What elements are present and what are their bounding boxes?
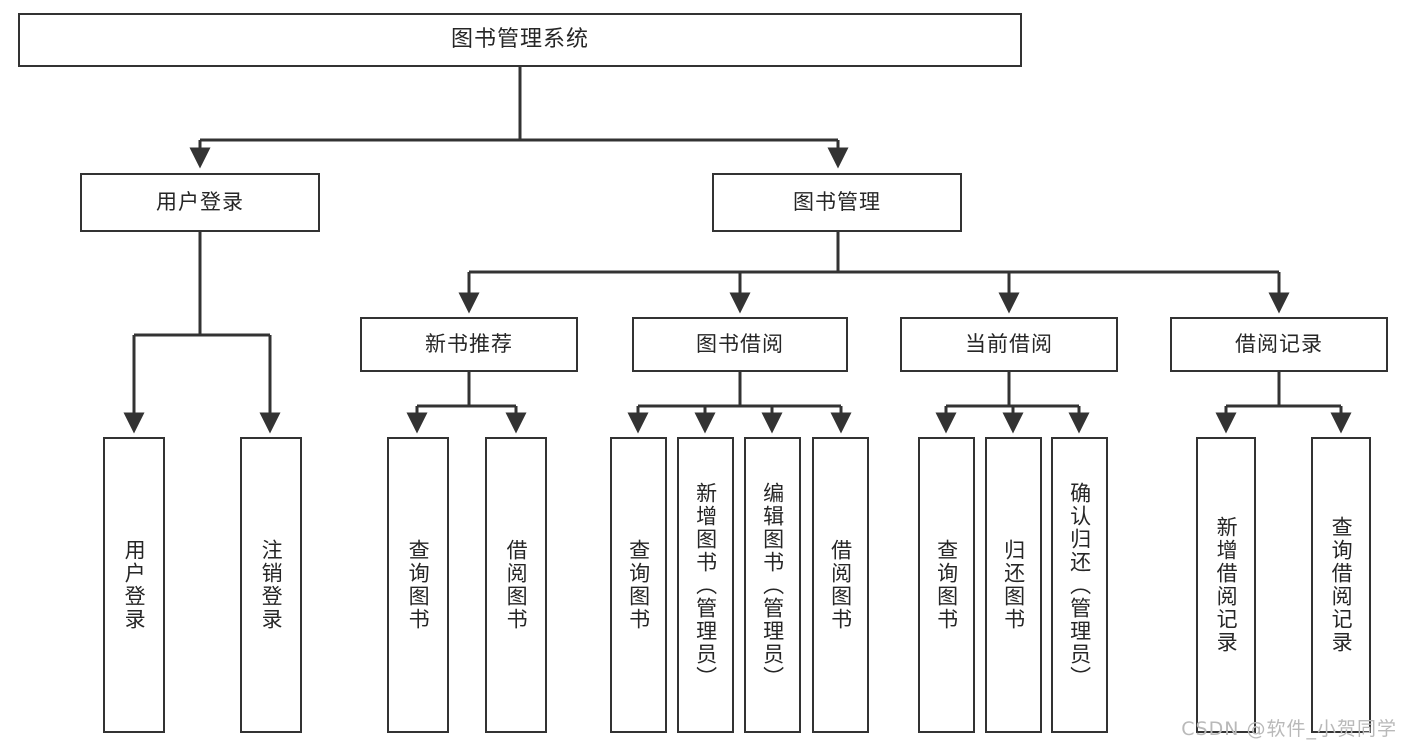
node-book-management[interactable]: 图书管理 — [712, 173, 962, 232]
leaf-confirm-return-admin[interactable]: 确认归还（管理员） — [1051, 437, 1108, 733]
leaf-logout-login[interactable]: 注销登录 — [240, 437, 302, 733]
leaf-add-borrow-record[interactable]: 新增借阅记录 — [1196, 437, 1256, 733]
leaf-query-borrow-record[interactable]: 查询借阅记录 — [1311, 437, 1371, 733]
leaf-edit-book-admin[interactable]: 编辑图书（管理员） — [744, 437, 801, 733]
leaf-query-book-borrow[interactable]: 查询图书 — [610, 437, 667, 733]
leaf-query-book-recommend[interactable]: 查询图书 — [387, 437, 449, 733]
node-user-login[interactable]: 用户登录 — [80, 173, 320, 232]
leaf-borrow-book-recommend[interactable]: 借阅图书 — [485, 437, 547, 733]
leaf-query-book-current[interactable]: 查询图书 — [918, 437, 975, 733]
node-root-system[interactable]: 图书管理系统 — [18, 13, 1022, 67]
leaf-return-book[interactable]: 归还图书 — [985, 437, 1042, 733]
node-borrow-record[interactable]: 借阅记录 — [1170, 317, 1388, 372]
node-book-borrow[interactable]: 图书借阅 — [632, 317, 848, 372]
leaf-borrow-book-borrow[interactable]: 借阅图书 — [812, 437, 869, 733]
leaf-add-book-admin[interactable]: 新增图书（管理员） — [677, 437, 734, 733]
node-current-borrow[interactable]: 当前借阅 — [900, 317, 1118, 372]
leaf-user-login[interactable]: 用户登录 — [103, 437, 165, 733]
node-new-book-recommend[interactable]: 新书推荐 — [360, 317, 578, 372]
